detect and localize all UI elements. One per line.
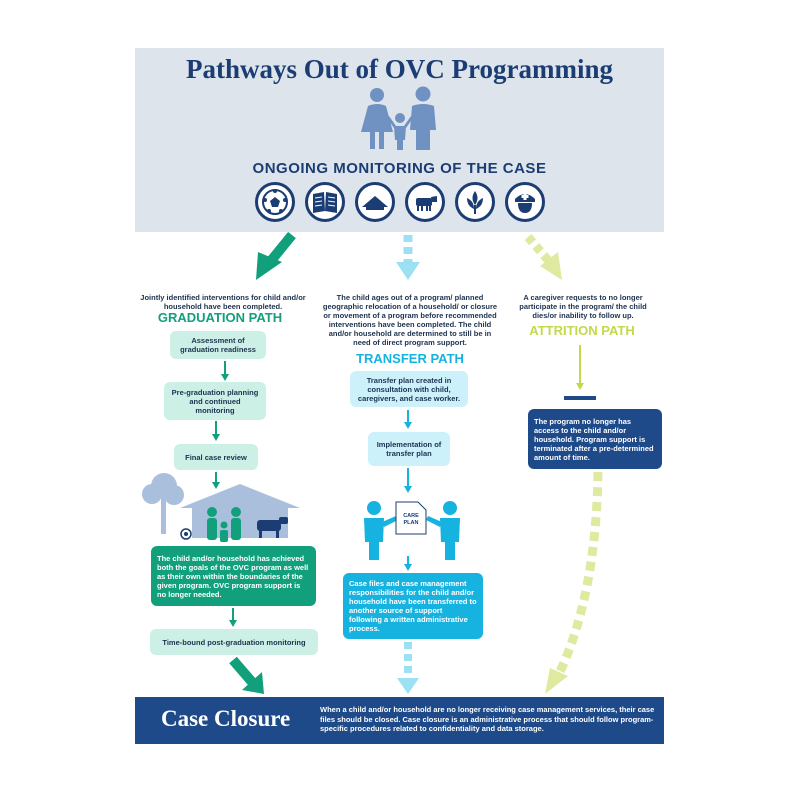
transfer-outcome-box: Case files and case management responsib… <box>343 573 483 639</box>
graduation-post-monitoring: Time-bound post-graduation monitoring <box>150 629 318 655</box>
transfer-step-implementation: Implementation of transfer plan <box>368 432 450 466</box>
header-panel: Pathways Out of OVC Programming ONGOING … <box>135 48 664 232</box>
family-icon <box>361 86 436 150</box>
transfer-step-plan: Transfer plan created in consultation wi… <box>350 371 468 407</box>
graduation-step-assessment: Assessment of graduation readiness <box>170 331 266 359</box>
care-plan-label-2: PLAN <box>404 520 419 526</box>
monitoring-subtitle: ONGOING MONITORING OF THE CASE <box>252 160 547 177</box>
graduation-illustration <box>142 473 300 542</box>
house-icon <box>355 182 395 222</box>
cow-icon <box>405 182 445 222</box>
graduation-step-final-review: Final case review <box>174 444 258 470</box>
page-title: Pathways Out of OVC Programming <box>186 54 613 84</box>
attrition-description: A caregiver requests to no longer partic… <box>519 293 647 320</box>
case-closure-title: Case Closure <box>161 706 291 731</box>
graduation-step-planning: Pre-graduation planning and continued mo… <box>164 382 266 420</box>
case-closure-banner: Case Closure When a child and/or househo… <box>135 697 664 744</box>
nurse-icon <box>505 182 545 222</box>
transfer-illustration: CARE PLAN <box>364 501 460 560</box>
case-closure-text: When a child and/or household are no lon… <box>320 705 655 733</box>
plant-icon <box>455 182 495 222</box>
soccer-ball-icon <box>255 182 295 222</box>
graduation-outcome-box: The child and/or household has achieved … <box>151 546 316 606</box>
transfer-description: The child ages out of a program/ planned… <box>322 293 498 347</box>
transfer-path-title: TRANSFER PATH <box>356 351 464 366</box>
attrition-outcome-box: The program no longer has access to the … <box>528 409 662 469</box>
book-icon <box>305 182 345 222</box>
care-plan-label: CARE <box>403 513 419 519</box>
attrition-path-title: ATTRITION PATH <box>529 323 635 338</box>
graduation-path-title: GRADUATION PATH <box>157 310 283 325</box>
graduation-description: Jointly identified interventions for chi… <box>140 293 306 311</box>
